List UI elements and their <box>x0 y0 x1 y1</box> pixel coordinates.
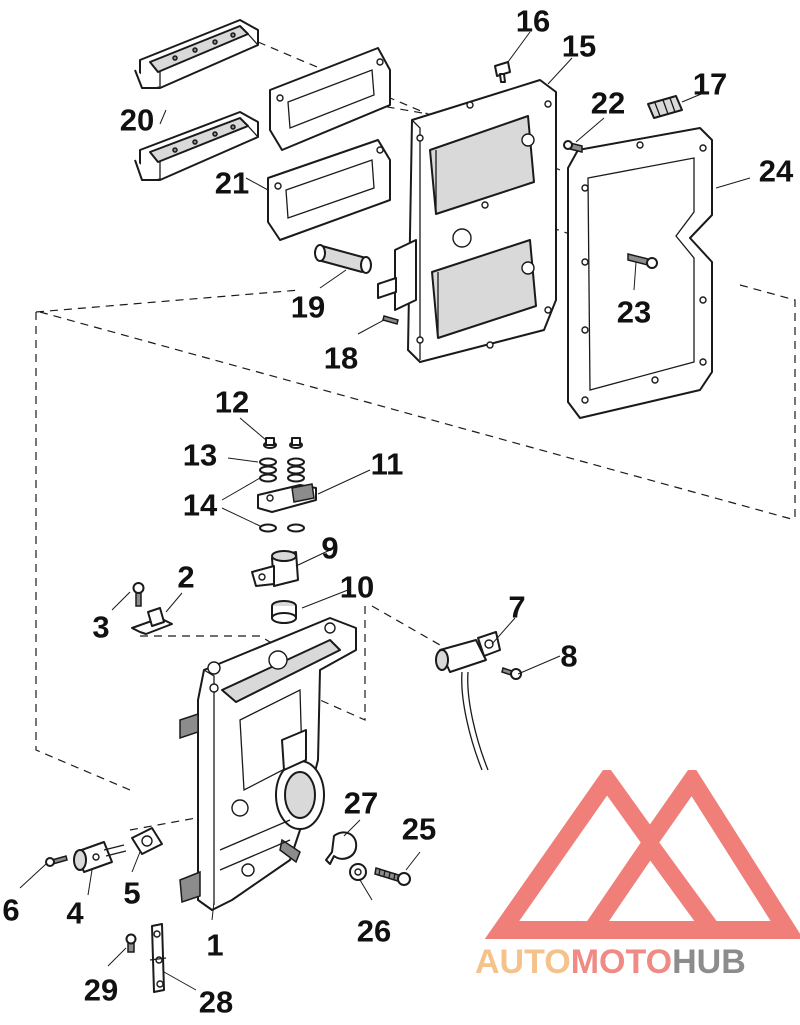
callout-14: 14 <box>182 487 218 523</box>
watermark-moto: MOTO <box>570 943 673 981</box>
callout-29: 29 <box>83 972 119 1008</box>
screw-29 <box>125 933 137 953</box>
leader-lines <box>19 31 751 991</box>
callout-23: 23 <box>616 294 652 330</box>
fitting-17 <box>647 95 683 119</box>
sensor-4 <box>73 841 127 873</box>
callout-24: 24 <box>758 153 794 189</box>
bolt-25 <box>374 867 411 886</box>
reed-block-lower <box>134 111 259 181</box>
screw-8 <box>501 667 522 680</box>
screw-23 <box>627 253 658 269</box>
callout-13: 13 <box>182 437 218 473</box>
screw-3 <box>132 582 145 607</box>
callout-7: 7 <box>508 589 526 625</box>
callout-4: 4 <box>66 895 84 931</box>
washer-26 <box>349 863 367 881</box>
bracket-28 <box>149 923 167 993</box>
reed-block-upper <box>134 19 259 89</box>
screw-6 <box>45 855 68 867</box>
clip-2 <box>131 607 173 635</box>
watermark-auto: AUTO <box>475 943 571 981</box>
gasket-5 <box>131 827 163 855</box>
watermark-triangle-shape <box>484 770 800 939</box>
reed-gaskets <box>267 47 391 241</box>
plate-gasket <box>567 127 713 419</box>
pin-18 <box>382 315 399 325</box>
sensor-7 <box>435 631 501 771</box>
callout-8: 8 <box>560 638 578 674</box>
main-housing-1 <box>179 617 357 911</box>
clamp-27 <box>325 831 358 865</box>
callout-5: 5 <box>123 875 141 911</box>
callout-17: 17 <box>692 66 728 102</box>
bushing-10 <box>271 600 297 624</box>
sensor-9 <box>251 550 299 587</box>
callout-3: 3 <box>92 609 110 645</box>
callout-11: 11 <box>370 446 404 482</box>
callout-1: 1 <box>206 927 224 963</box>
watermark-hub: HUB <box>672 943 746 981</box>
callout-15: 15 <box>561 28 597 64</box>
callout-22: 22 <box>590 85 626 121</box>
callout-27: 27 <box>343 785 379 821</box>
callout-16: 16 <box>515 3 551 39</box>
callout-10: 10 <box>339 569 375 605</box>
callout-12: 12 <box>214 384 250 420</box>
washer-stack <box>259 437 305 533</box>
watermark-brand-text: AUTOMOTOHUB <box>475 945 746 979</box>
callout-25: 25 <box>401 811 437 847</box>
callout-26: 26 <box>356 913 392 949</box>
callout-9: 9 <box>321 530 339 566</box>
screw-22 <box>563 140 583 153</box>
callout-6: 6 <box>2 892 20 928</box>
callout-28: 28 <box>198 984 234 1020</box>
callout-21: 21 <box>214 165 250 201</box>
intake-plate <box>377 79 557 363</box>
fitting-16 <box>494 61 511 83</box>
sleeve-19 <box>314 244 372 274</box>
callout-18: 18 <box>323 340 359 376</box>
sensor-bracket-11 <box>257 483 317 513</box>
watermark-logo-icon <box>484 770 800 939</box>
callout-20: 20 <box>119 102 155 138</box>
callout-2: 2 <box>177 559 195 595</box>
callout-19: 19 <box>290 289 326 325</box>
